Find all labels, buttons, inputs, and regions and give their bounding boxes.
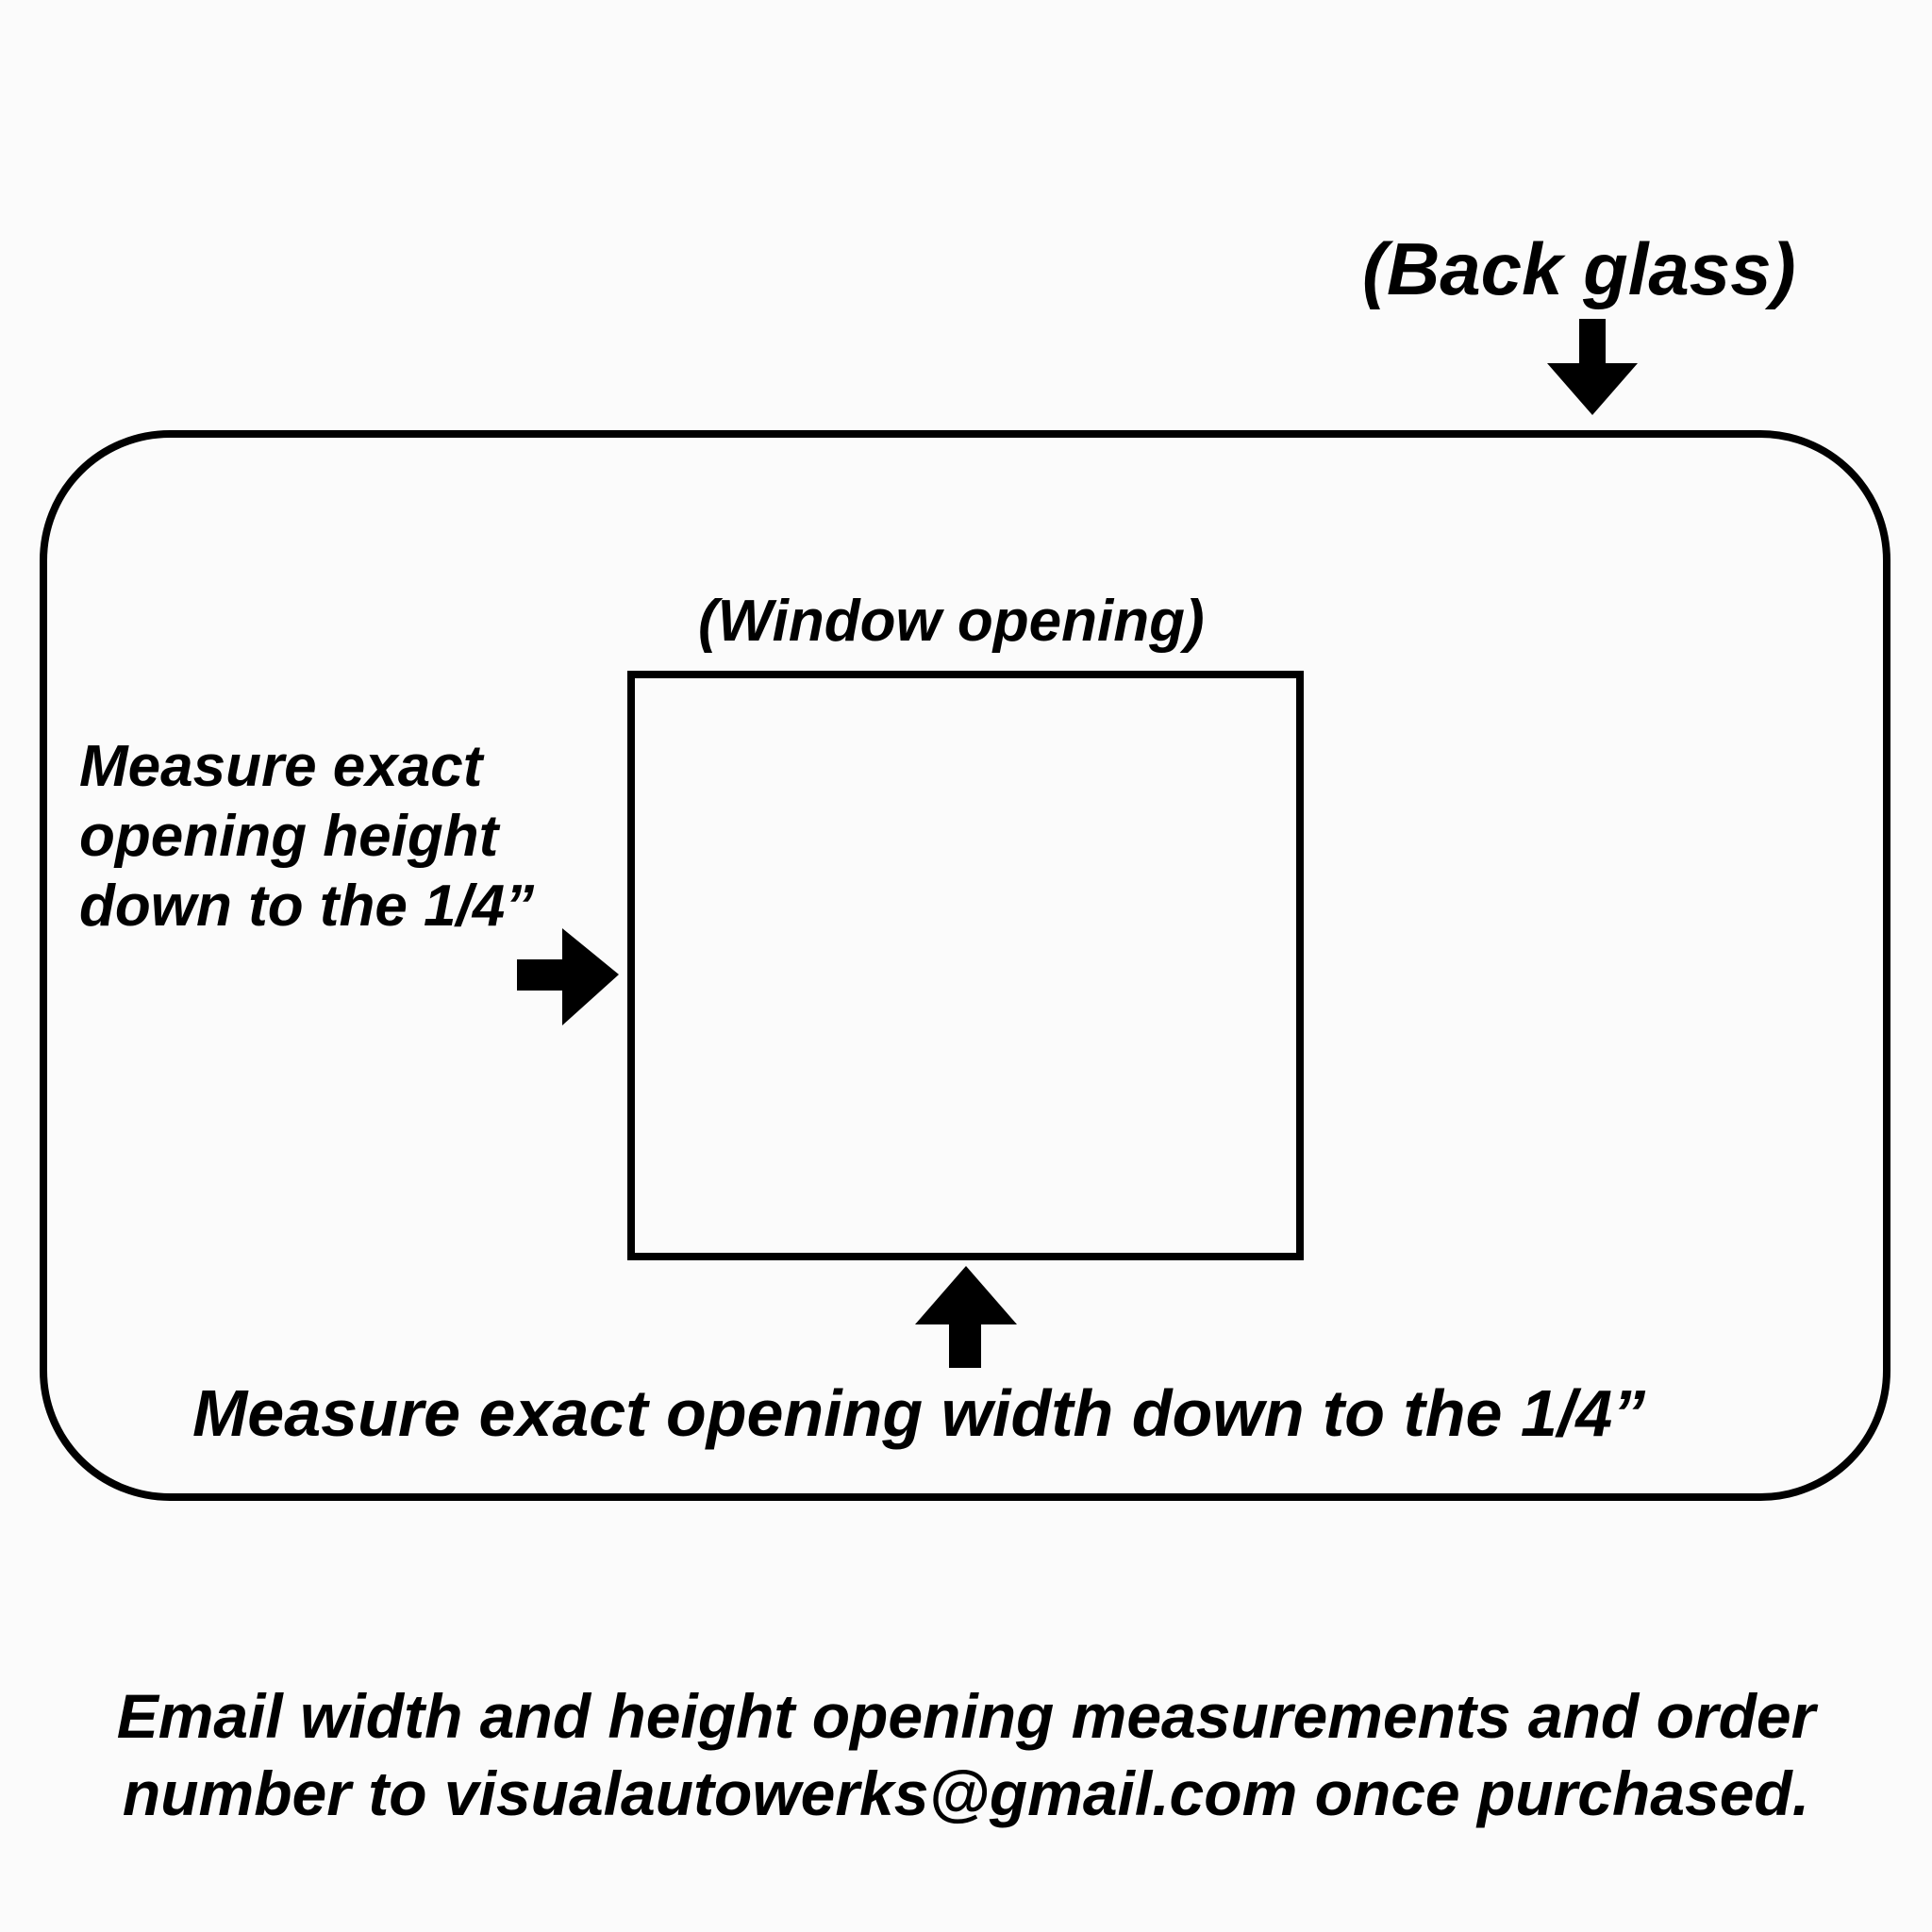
up-arrow-icon xyxy=(915,1266,1017,1368)
down-arrow-icon xyxy=(1547,319,1638,415)
height-instruction-label: Measure exact opening height down to the… xyxy=(79,734,535,939)
window-opening-rect xyxy=(627,671,1304,1260)
back-glass-outline xyxy=(40,430,1890,1501)
back-glass-label: (Back glass) xyxy=(1362,227,1796,310)
width-instruction-label: Measure exact opening width down to the … xyxy=(192,1376,1646,1450)
window-opening-label: (Window opening) xyxy=(698,589,1205,654)
footer-instructions: Email width and height opening measureme… xyxy=(0,1677,1932,1832)
right-arrow-icon xyxy=(517,928,619,1025)
footer-line-1: Email width and height opening measureme… xyxy=(116,1681,1816,1751)
footer-line-2: number to visualautowerks@gmail.com once… xyxy=(122,1758,1810,1828)
